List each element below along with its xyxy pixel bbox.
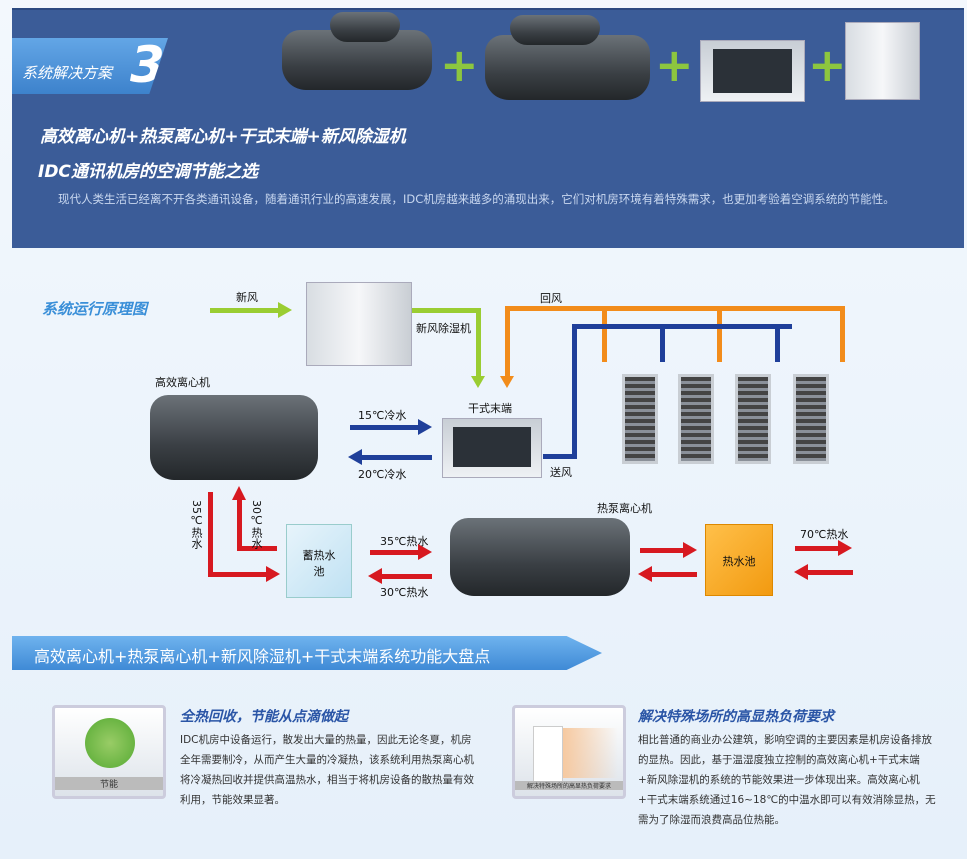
hot-water-pool: 热水池 — [705, 524, 773, 596]
label-heat-pump: 热泵离心机 — [597, 502, 652, 515]
banner-paragraph: 现代人类生活已经离不开各类通讯设备，随着通讯行业的高速发展，IDC机房越来越多的… — [58, 192, 895, 206]
heat-pump-top-image — [510, 15, 600, 45]
diagram-title: 系统运行原理图 — [42, 300, 148, 318]
feature-text: 相比普通的商业办公建筑，影响空调的主要因素是机房设备排放的显热。因此，基于温湿度… — [638, 734, 936, 826]
banner-subtitle: IDC通讯机房的空调节能之选 — [38, 162, 258, 182]
label-cold-20: 20℃冷水 — [358, 468, 407, 481]
heat-pump-image — [485, 35, 650, 100]
label-hot-30: 30℃热水 — [380, 586, 429, 599]
solution-tag: 系统解决方案 3 — [12, 38, 168, 94]
chiller-unit — [150, 395, 318, 480]
section-banner: 高效离心机+热泵离心机+新风除湿机+干式末端系统功能大盘点 — [12, 636, 602, 670]
server-rack — [735, 374, 771, 464]
server-rack — [622, 374, 658, 464]
feature-title: 全热回收，节能从点滴做起 — [180, 709, 348, 725]
feature-text: IDC机房中设备运行，散发出大量的热量，因此无论冬夏，机房全年需要制冷，从而产生… — [180, 734, 474, 806]
label-hot-35: 35℃热水 — [380, 535, 429, 548]
dehumidifier-image — [845, 22, 920, 100]
label-supply-air: 送风 — [550, 466, 572, 479]
plus-sign: + — [440, 38, 479, 92]
label-return-air: 回风 — [540, 292, 562, 305]
label-hot-30-vertical: 30℃热水 — [250, 500, 263, 549]
leaf-fan-icon — [85, 718, 135, 768]
dry-terminal-image — [700, 40, 805, 102]
heat-pump-unit — [450, 518, 630, 596]
dehumidifier-unit — [306, 282, 412, 366]
banner-title: 高效离心机+热泵离心机+干式末端+新风除湿机 — [40, 127, 406, 147]
label-dehumidifier: 新风除湿机 — [416, 322, 471, 335]
return-air-pipe — [505, 306, 845, 311]
dry-terminal-unit — [442, 418, 542, 478]
server-rack — [678, 374, 714, 464]
plus-sign: + — [655, 38, 694, 92]
supply-air-pipe — [572, 324, 792, 329]
label-hot-70: 70℃热水 — [800, 528, 849, 541]
section-title: 高效离心机+热泵离心机+新风除湿机+干式末端系统功能大盘点 — [34, 647, 491, 666]
chiller-top-image — [330, 12, 400, 42]
label-hot-35-vertical: 35℃热水 — [190, 500, 203, 549]
label-dry-terminal: 干式末端 — [468, 402, 512, 415]
tag-text: 系统解决方案 — [22, 64, 113, 82]
energy-saving-image: 节能 — [52, 705, 166, 799]
feature-title: 解决特殊场所的高显热负荷要求 — [638, 709, 834, 725]
label-fresh-air: 新风 — [236, 291, 258, 304]
label-cold-15: 15℃冷水 — [358, 409, 407, 422]
label-chiller: 高效离心机 — [155, 376, 210, 389]
sensible-heat-image: 解决特殊场所的高显热负荷要求 — [512, 705, 626, 799]
plus-sign: + — [808, 38, 847, 92]
fresh-air-arrow — [210, 308, 280, 313]
server-rack — [793, 374, 829, 464]
storage-pool: 蓄热水池 — [286, 524, 352, 598]
